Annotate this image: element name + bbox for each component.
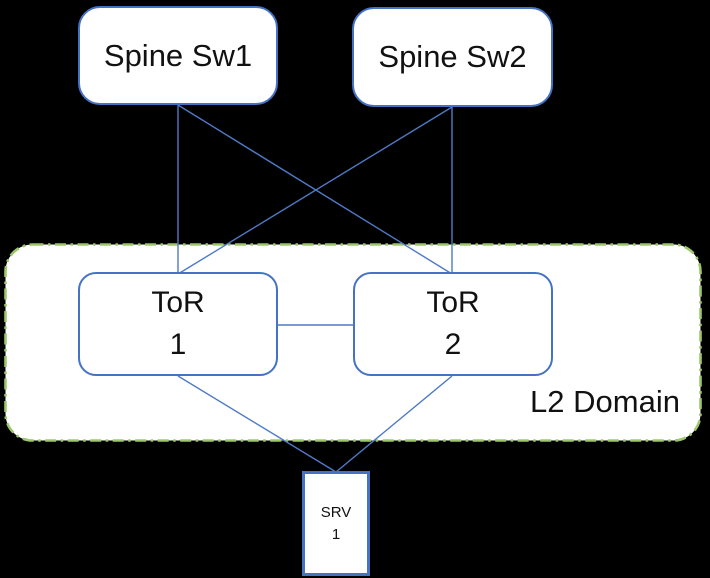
link-tor2-srv1 xyxy=(335,375,453,473)
node-srv-1-label-line1: SRV xyxy=(320,503,352,521)
node-srv-1: SRV 1 xyxy=(302,471,370,576)
l2-domain-label: L2 Domain xyxy=(530,384,680,419)
node-spine-sw2-label: Spine Sw2 xyxy=(378,39,527,74)
node-tor-1-label-line2: 1 xyxy=(169,328,187,361)
link-spine2-tor1 xyxy=(177,106,453,275)
node-tor-1-label-line1: ToR xyxy=(151,286,205,319)
link-spine1-tor2 xyxy=(177,104,453,275)
node-srv-1-label-line2: 1 xyxy=(331,525,341,543)
node-tor-2-label-line2: 2 xyxy=(444,328,462,361)
node-tor-2-label-line1: ToR xyxy=(426,286,480,319)
node-spine-sw2: Spine Sw2 xyxy=(352,7,553,107)
node-tor-2: ToR 2 xyxy=(353,272,553,376)
link-tor1-srv1 xyxy=(177,375,337,473)
node-spine-sw1-label: Spine Sw1 xyxy=(103,37,253,73)
node-tor-1: ToR 1 xyxy=(78,272,278,376)
node-spine-sw1: Spine Sw1 xyxy=(78,6,278,105)
